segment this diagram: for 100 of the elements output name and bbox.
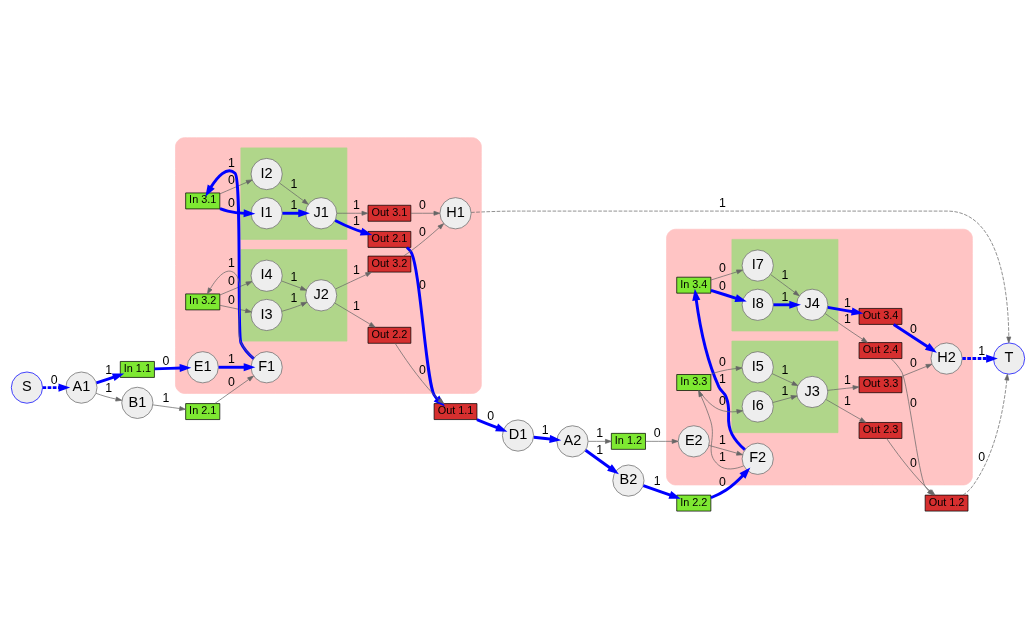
arrow [962, 373, 1010, 495]
arrow [96, 372, 125, 384]
edge-label: 0 [419, 277, 426, 292]
node-circle: F1 [250, 350, 283, 383]
edge-label: 0 [719, 278, 726, 293]
arrow [584, 448, 619, 474]
arrow [892, 322, 937, 353]
node-circle: S [10, 371, 43, 404]
edge-label: 1 [105, 380, 113, 395]
edge-label: 1 [719, 371, 726, 386]
arrow [334, 218, 373, 235]
edge-label: 1 [352, 298, 360, 313]
edge-label: 0 [910, 355, 917, 370]
arrow [279, 182, 309, 205]
edge-label: 1 [541, 422, 549, 437]
edge-label: 1 [781, 383, 789, 398]
edge-label: 1 [162, 390, 170, 405]
arrow [962, 353, 998, 363]
node-box: In 3.3 [676, 373, 712, 391]
edge-label: 1 [719, 432, 726, 447]
node-box: Out 3.3 [858, 375, 903, 393]
edge-label: 1 [105, 362, 113, 377]
arrow [152, 404, 186, 411]
node-circle: D1 [502, 419, 534, 452]
edge-label: 1 [228, 155, 235, 170]
node-circle: I4 [250, 259, 283, 292]
arrow [771, 372, 799, 386]
edge-label: 0 [228, 195, 235, 210]
node-box: Out 2.1 [367, 230, 412, 248]
arrow [219, 206, 256, 217]
node-circle: F2 [741, 442, 774, 475]
edge-label: 1 [781, 289, 789, 304]
arrow [588, 438, 612, 444]
arrow [825, 398, 866, 423]
edge-label: 1 [290, 176, 298, 191]
node-box: In 3.1 [185, 192, 221, 209]
edge-label: 1 [352, 197, 360, 212]
node-box: Out 3.2 [367, 255, 412, 272]
arrow [710, 269, 743, 280]
node-box: Out 3.4 [858, 307, 903, 325]
arrow [336, 210, 369, 216]
node-circle: A2 [556, 424, 589, 457]
arrow [218, 362, 256, 371]
arrow [645, 438, 679, 444]
node-box: In 1.2 [610, 432, 646, 450]
node-box: In 1.1 [119, 360, 155, 378]
arrow [219, 280, 253, 295]
node-circle: J3 [796, 375, 829, 408]
arrow [95, 392, 123, 401]
arrow [710, 466, 751, 499]
edge-label: 1 [844, 295, 851, 310]
edge-label: 1 [290, 290, 298, 305]
arrow [42, 383, 71, 392]
node-circle: J1 [305, 196, 338, 229]
arrow [282, 208, 310, 217]
arrow [219, 304, 252, 313]
node-box: In 2.1 [185, 402, 221, 420]
cluster [175, 136, 482, 394]
edge-label: 1 [290, 197, 298, 212]
arrow [335, 271, 372, 289]
edge-label: 0 [719, 260, 726, 275]
arrow [770, 273, 800, 296]
edge-label: 1 [978, 343, 986, 358]
arrow [710, 365, 743, 375]
node-circle: T [993, 342, 1026, 375]
edge-label: 0 [719, 474, 726, 489]
node-circle: I1 [250, 196, 283, 229]
arrow [403, 222, 444, 256]
edge-label: 1 [596, 425, 604, 440]
node-circle: J4 [796, 288, 829, 321]
arrow [824, 312, 868, 343]
node-box: Out 2.2 [367, 326, 412, 344]
arrow [773, 300, 801, 309]
node-circle: E2 [677, 424, 710, 457]
arrow [533, 434, 562, 443]
node-box: Out 3.1 [367, 204, 412, 222]
node-circle: J2 [305, 278, 338, 311]
node-circle: I2 [250, 157, 283, 190]
cluster [731, 340, 839, 433]
node-circle: B2 [612, 464, 645, 497]
arrow [900, 363, 933, 377]
edge-label: 1 [653, 473, 661, 488]
arrow [281, 280, 307, 290]
node-circle: I5 [741, 350, 774, 383]
node-box: Out 2.4 [858, 341, 903, 359]
edge-label: 0 [419, 197, 426, 212]
node-circle: I3 [250, 298, 283, 331]
arrow [410, 210, 441, 216]
arrow [334, 302, 376, 328]
edge-label: 0 [910, 454, 917, 469]
node-circle: B1 [121, 386, 154, 419]
node-box: In 3.2 [185, 293, 221, 310]
edge-label: 0 [162, 353, 170, 368]
edge-label: 0 [978, 449, 986, 464]
edge-label: 1 [844, 393, 851, 408]
edge-label: 0 [419, 223, 426, 238]
edge-label: 0 [50, 372, 58, 387]
edge-label: 1 [781, 267, 789, 282]
edge-label: 0 [487, 408, 495, 423]
edge-label: 0 [653, 425, 661, 440]
